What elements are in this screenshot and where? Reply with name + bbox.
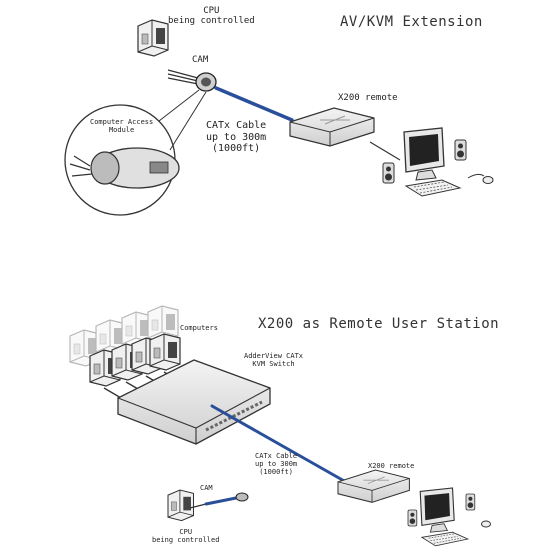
top-x200-remote-device — [289, 107, 375, 147]
top-cam-icon — [167, 69, 217, 92]
top-monitor-keyboard-icon — [403, 127, 461, 197]
bottom-mouse-icon — [481, 520, 491, 528]
bottom-section-title: X200 as Remote User Station — [258, 316, 500, 332]
top-mouse-icon — [467, 173, 494, 184]
bottom-catx-cable — [210, 404, 348, 484]
top-module-magnifier — [64, 89, 207, 216]
top-speaker-left-icon — [382, 162, 395, 184]
bottom-x200-remote-device — [337, 469, 410, 503]
adderview-kvm-switch-device — [117, 359, 271, 445]
bottom-speaker-left-icon — [407, 509, 418, 527]
top-catx-cable — [214, 86, 294, 122]
top-remote-label: X200 remote — [338, 93, 398, 103]
bottom-speaker-right-icon — [465, 493, 476, 511]
bottom-remote-label: X200 remote — [368, 462, 415, 470]
bottom-cable-label: CATx Cable up to 300m (1000ft) — [255, 452, 298, 477]
bottom-cam-icon — [189, 492, 249, 509]
top-cable-label: CATx Cable up to 300m (1000ft) — [206, 120, 267, 154]
bottom-switch-label: AdderView CATx KVM Switch — [244, 352, 304, 369]
top-cpu-label: CPU being controlled — [168, 6, 255, 27]
bottom-cpu-label: CPU being controlled — [152, 528, 220, 545]
top-section-title: AV/KVM Extension — [340, 14, 483, 30]
top-module-label: Computer Access Module — [90, 118, 154, 135]
bottom-computers-label: Computers — [180, 324, 218, 332]
bottom-monitor-keyboard-icon — [419, 487, 469, 547]
top-speaker-right-icon — [454, 139, 467, 161]
top-cpu-icon — [137, 19, 169, 57]
top-cam-label: CAM — [192, 55, 209, 65]
bottom-cam-label: CAM — [200, 484, 213, 492]
bottom-cpu-icon — [167, 489, 195, 522]
